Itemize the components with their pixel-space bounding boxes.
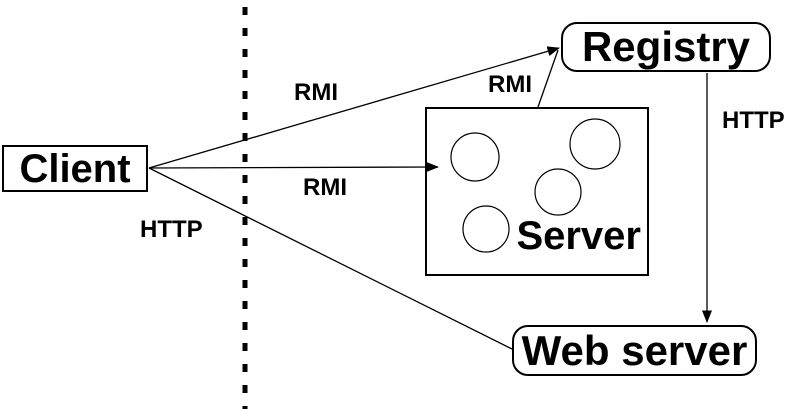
edge-label-http-registry-web-server: HTTP (722, 107, 785, 134)
node-web-server: Web server (512, 325, 757, 376)
edge-client-registry (148, 46, 560, 169)
edge-label-rmi-server-registry: RMI (488, 71, 532, 98)
node-web-server-label: Web server (521, 326, 748, 374)
server-object-circle (569, 118, 621, 170)
edge-client-web-server (148, 167, 513, 350)
node-registry-label: Registry (581, 23, 751, 70)
server-object-circle (534, 168, 582, 216)
node-client-label: Client (19, 146, 131, 191)
edge-client-server (148, 162, 439, 173)
node-registry: Registry (561, 22, 771, 72)
edge-server-registry (537, 49, 559, 108)
node-server-label: Server (516, 214, 641, 258)
node-client: Client (2, 145, 148, 192)
edge-label-http-client-web-server: HTTP (140, 216, 203, 243)
edge-label-rmi-client-server: RMI (303, 174, 347, 201)
server-object-circle (462, 205, 510, 253)
edge-label-rmi-client-registry: RMI (294, 79, 338, 106)
server-object-circle (450, 132, 500, 182)
node-server: Server (425, 107, 649, 276)
